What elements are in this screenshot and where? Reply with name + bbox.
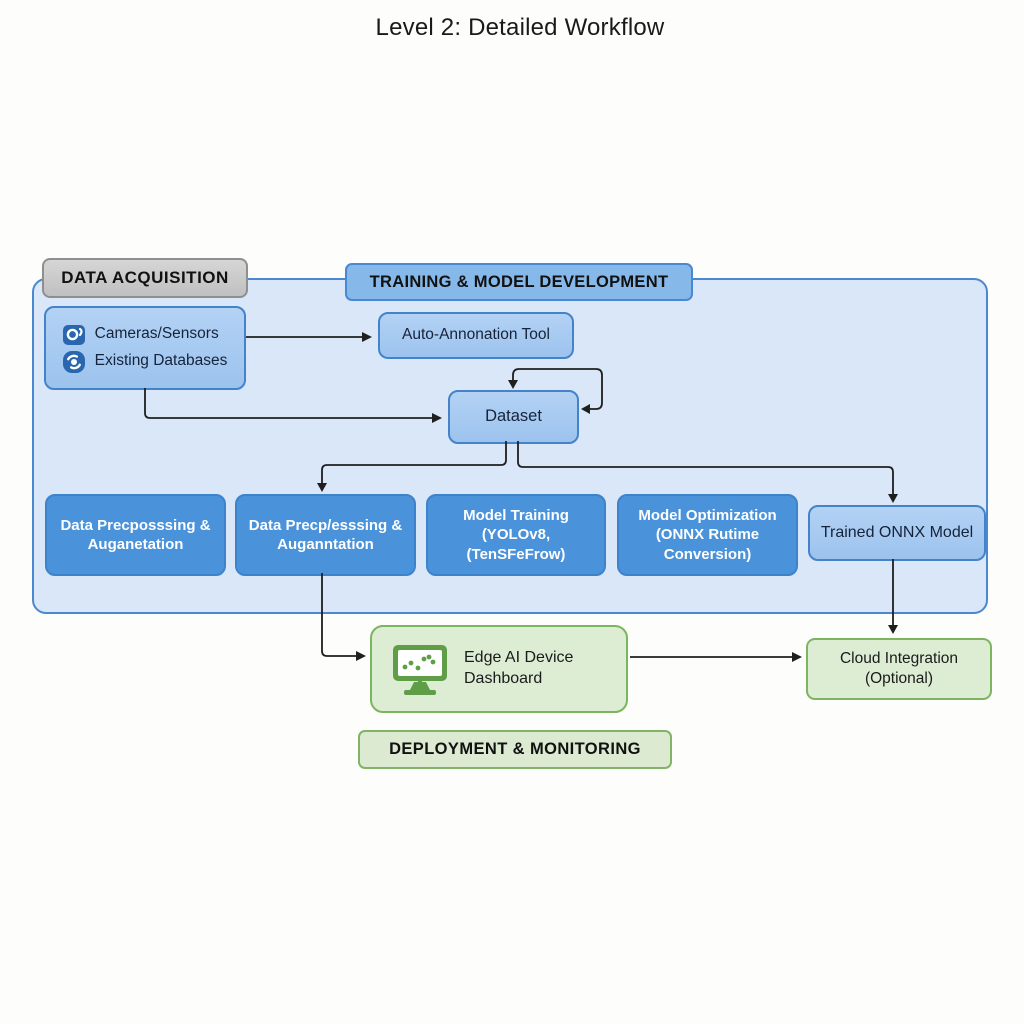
node-model-training: Model Training (YOLOv8, (TenSFeFrow) <box>426 494 606 576</box>
node-model-optimization: Model Optimization (ONNX Rutime Conversi… <box>617 494 798 576</box>
node-label-line: Model Training (YOLOv8, <box>463 506 569 544</box>
node-label-line: Auganetation <box>87 536 184 553</box>
monitor-dashboard-icon <box>393 645 447 695</box>
node-label-line: Dashboard <box>464 670 543 687</box>
node-label-line: Cloud Integration <box>839 649 959 667</box>
node-label-line: Data Precp/esssing & <box>248 516 403 534</box>
node-label-line: Model Optimization <box>638 506 777 524</box>
section-header-training: TRAINING & MODEL DEVELOPMENT <box>345 263 693 301</box>
section-header-deployment: DEPLOYMENT & MONITORING <box>358 730 672 769</box>
video-camera-icon <box>62 324 85 345</box>
node-preprocessing-1: Data Precposssing & Auganetation <box>45 494 226 576</box>
node-label-line: (Optional) <box>864 670 934 687</box>
node-label-line: Auganntation <box>277 536 374 553</box>
node-label-line: Existing Databases <box>94 352 228 370</box>
node-cameras-sensors: Cameras/Sensors Existing Databases <box>44 306 246 390</box>
node-label-line: Data Precposssing & <box>60 516 211 534</box>
node-trained-onnx-model: Trained ONNX Model <box>808 505 986 561</box>
node-edge-ai-dashboard: Edge AI Device Dashboard <box>370 625 628 713</box>
node-label-line: Cameras/Sensors <box>94 325 219 343</box>
node-label-line: Edge AI Device <box>464 649 574 667</box>
node-preprocessing-2: Data Precp/esssing & Auganntation <box>235 494 416 576</box>
node-label-line: Conversion) <box>663 545 752 563</box>
page-title: Level 2: Detailed Workflow <box>375 14 665 41</box>
node-cloud-integration: Cloud Integration (Optional) <box>806 638 992 700</box>
database-icon <box>62 350 85 373</box>
node-auto-annotation-tool: Auto-Annonation Tool <box>378 312 574 359</box>
node-dataset: Dataset <box>448 390 579 444</box>
node-label-line: (ONNX Rutime <box>655 526 760 544</box>
node-label-line: (TenSFeFrow) <box>466 545 566 563</box>
section-header-data-acquisition: DATA ACQUISITION <box>42 258 248 298</box>
